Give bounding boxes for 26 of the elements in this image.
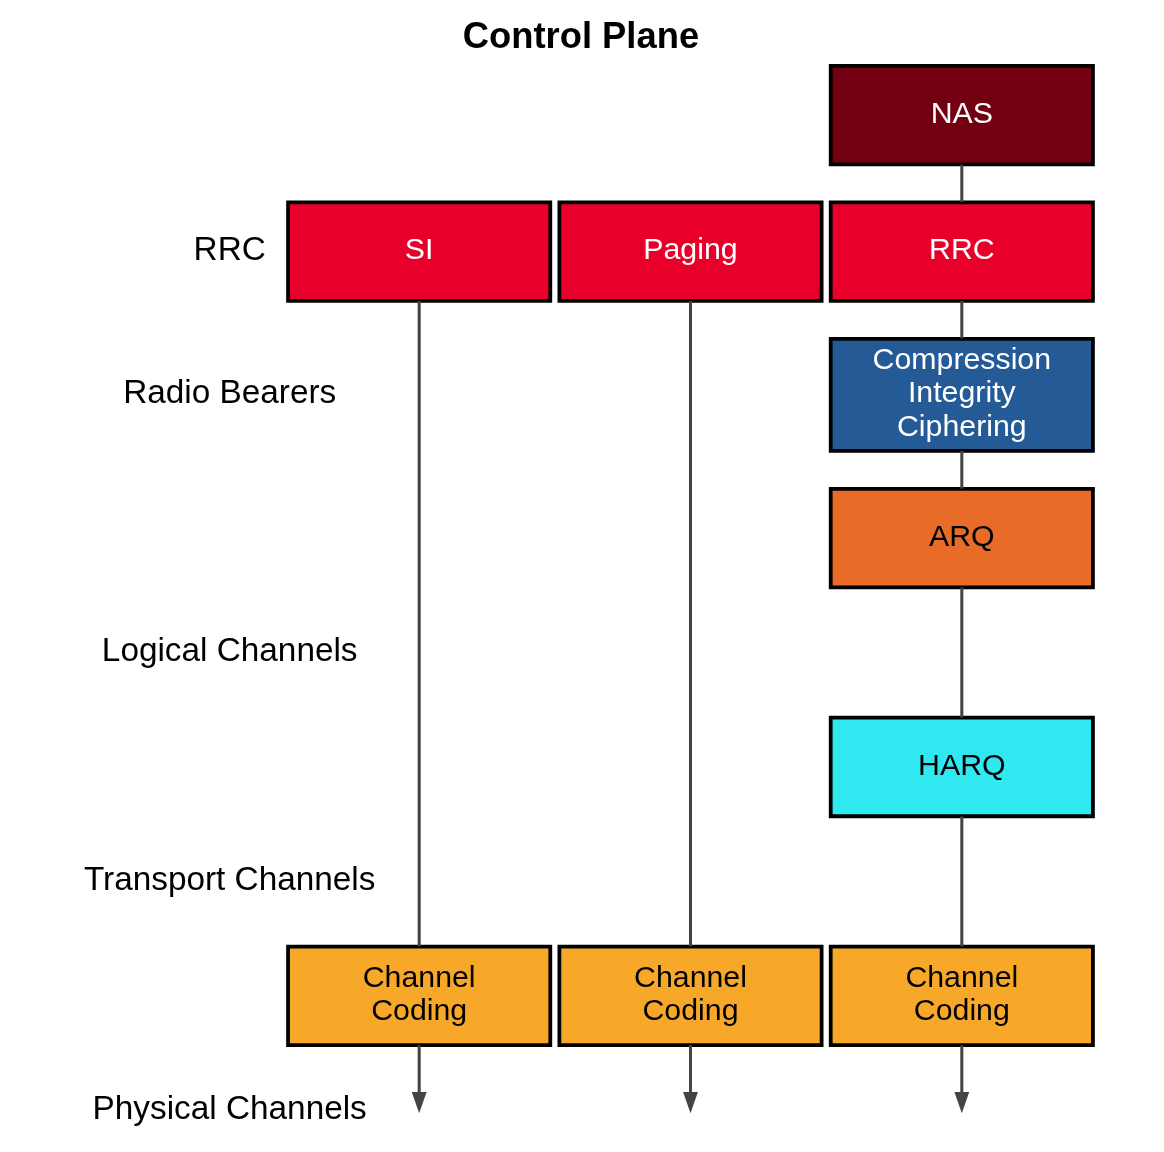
node-box: Paging [557,200,823,303]
connector [959,164,963,203]
connector [417,301,421,947]
node-box: ARQ [828,486,1095,590]
connector [959,816,963,947]
node-box: Channel Coding [285,944,552,1048]
arrow [953,1045,969,1114]
node-box: RRC [828,200,1095,303]
arrow [411,1045,427,1114]
label: Radio Bearers [122,373,336,411]
node-box: Channel Coding [557,944,823,1048]
node-box: Compression Integrity Ciphering [828,336,1095,453]
label: RRC [193,230,266,268]
diagram-title: Control Plane [462,15,699,57]
node-box: SI [285,200,552,303]
connector [959,587,963,718]
arrow [682,1045,698,1114]
connector [959,301,963,339]
node-box: HARQ [828,715,1095,819]
node-box: Channel Coding [828,944,1095,1048]
label: Physical Channels [92,1088,367,1126]
node-box: NAS [828,64,1095,167]
label: Transport Channels [83,859,375,897]
connector [959,451,963,489]
label: Logical Channels [101,631,358,669]
connector [688,301,692,947]
